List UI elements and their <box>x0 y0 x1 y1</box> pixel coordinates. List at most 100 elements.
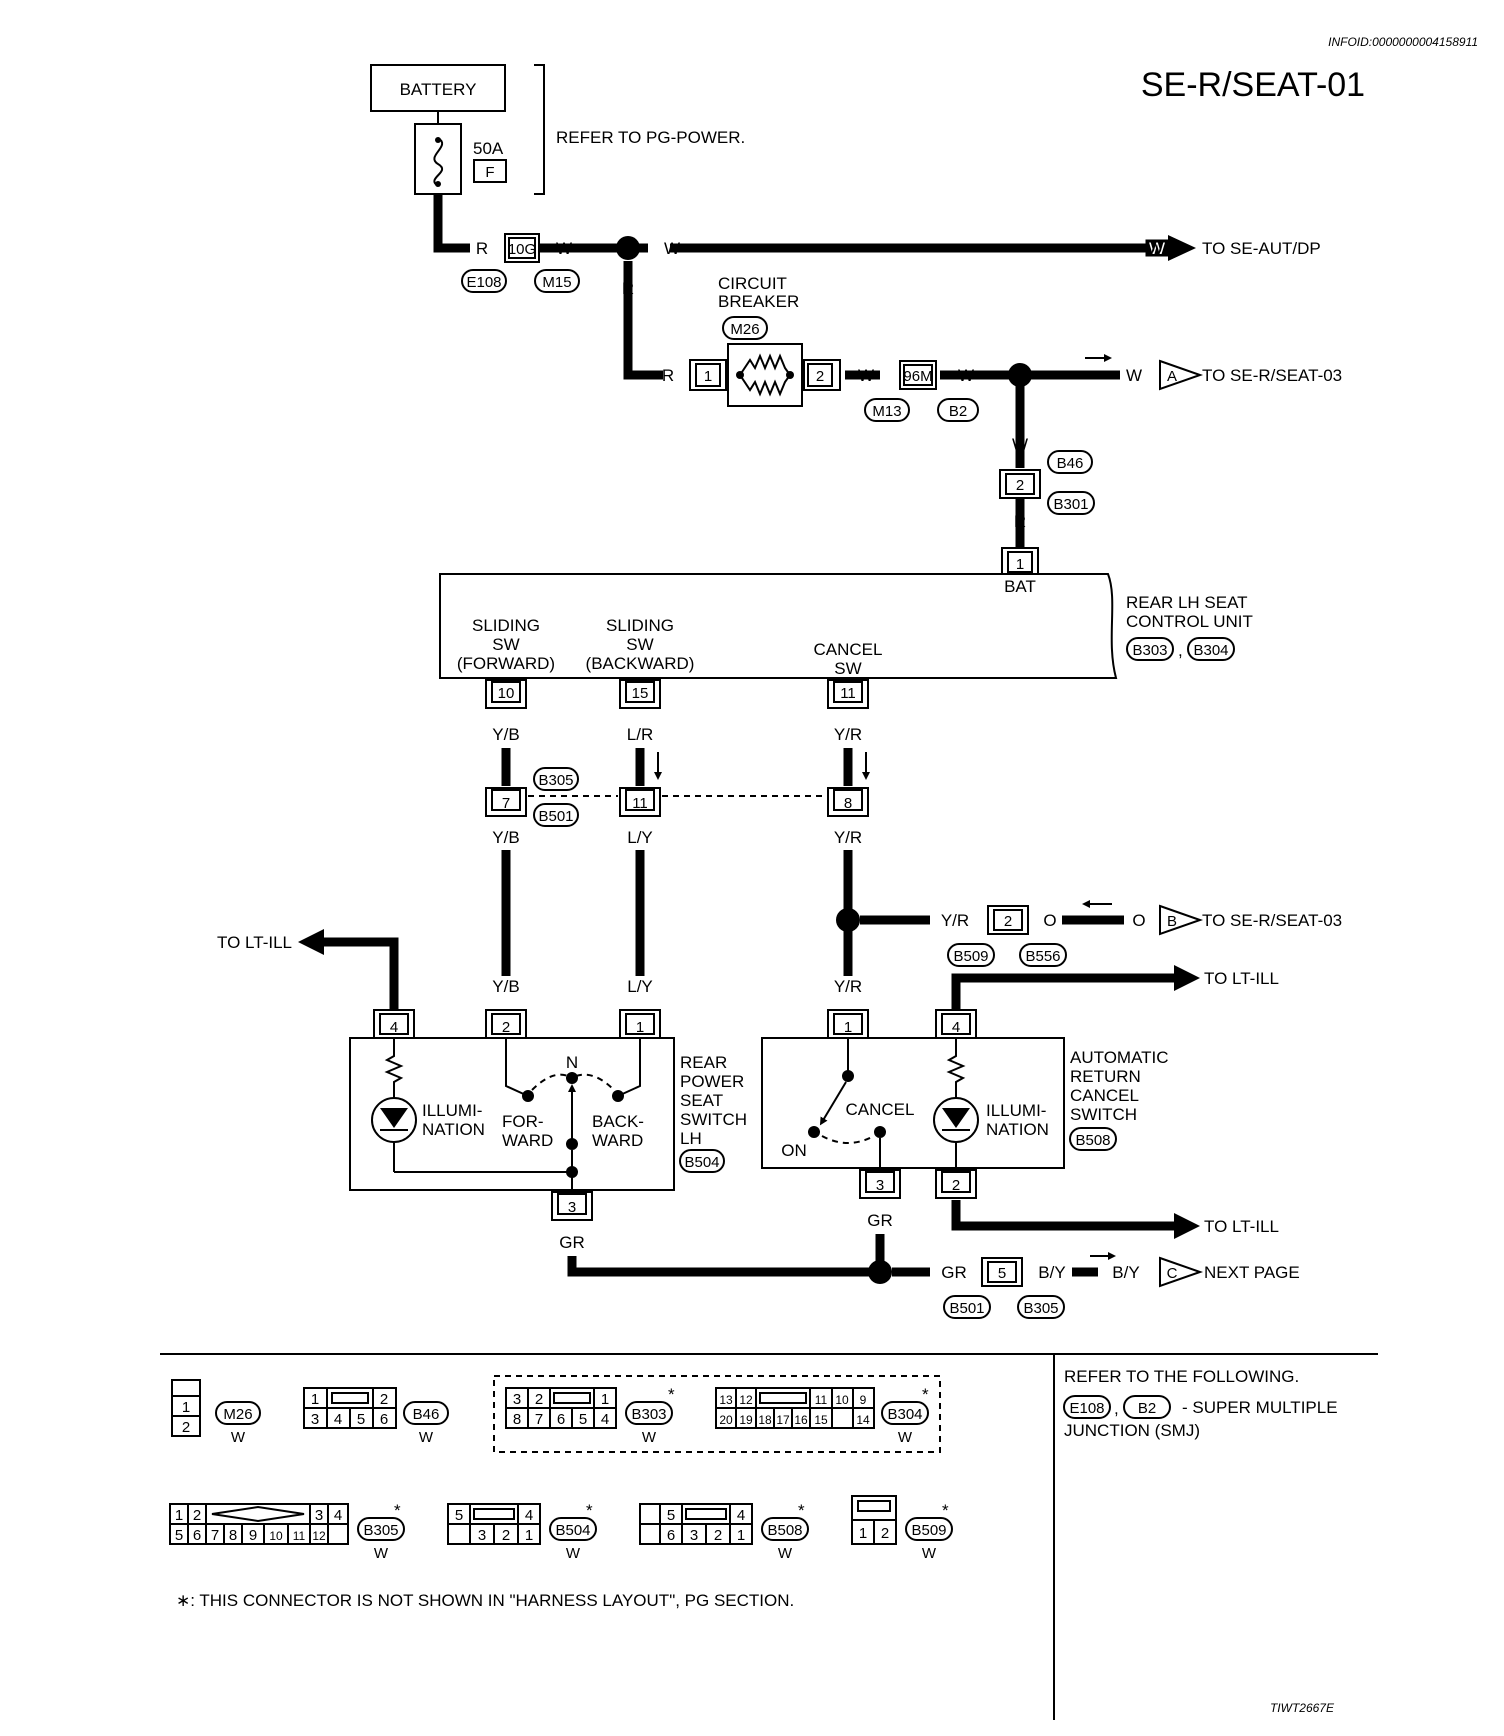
svg-text:12: 12 <box>312 1529 326 1543</box>
legend-b508: 5 4 6 3 2 1 <box>639 1503 753 1545</box>
svg-text:Y/R: Y/R <box>834 828 862 847</box>
dest-seat03-b: TO SE-R/SEAT-03 <box>1202 911 1342 930</box>
svg-text:B305: B305 <box>363 1522 398 1539</box>
svg-text:20: 20 <box>719 1413 733 1427</box>
svg-text:REAR: REAR <box>680 1053 727 1072</box>
svg-text:R: R <box>476 239 488 258</box>
figure-id: TIWT2667E <box>1270 1701 1335 1715</box>
svg-text:W: W <box>858 366 874 385</box>
svg-text:(FORWARD): (FORWARD) <box>457 654 555 673</box>
svg-text:GR: GR <box>867 1211 893 1230</box>
svg-text:2: 2 <box>193 1507 201 1524</box>
conn-b2: B2 <box>949 403 967 420</box>
svg-text:BAT: BAT <box>1004 577 1036 596</box>
svg-text:14: 14 <box>856 1413 870 1427</box>
svg-text:5: 5 <box>455 1507 463 1524</box>
fuse-element <box>433 137 444 187</box>
svg-text:*: * <box>942 1501 949 1520</box>
legend-b46: 1 2 3 4 5 6 <box>303 1387 397 1429</box>
svg-text:B/Y: B/Y <box>1112 1263 1139 1282</box>
svg-text:12: 12 <box>739 1393 753 1407</box>
svg-text:SW: SW <box>834 659 861 678</box>
svg-text:2: 2 <box>714 1527 722 1544</box>
svg-text:9: 9 <box>860 1393 867 1407</box>
splice-2 <box>1008 363 1032 387</box>
svg-text:4: 4 <box>334 1411 342 1428</box>
conn-b509: B509 <box>953 948 988 965</box>
svg-text:11: 11 <box>815 1393 828 1407</box>
svg-text:2: 2 <box>952 1177 960 1194</box>
svg-text:2: 2 <box>1016 477 1024 494</box>
svg-text:*: * <box>586 1501 593 1520</box>
svg-text:11: 11 <box>293 1529 306 1543</box>
svg-text:1: 1 <box>182 1399 190 1416</box>
svg-text:SW: SW <box>626 635 653 654</box>
svg-text:4: 4 <box>525 1507 533 1524</box>
svg-text:CIRCUIT: CIRCUIT <box>718 274 787 293</box>
svg-text:13: 13 <box>719 1393 733 1407</box>
dest-lt-ill-2: TO LT-ILL <box>1204 969 1279 988</box>
svg-text:8: 8 <box>513 1411 521 1428</box>
legend-b509: 1 2 <box>851 1495 897 1545</box>
svg-text:*: * <box>394 1501 401 1520</box>
conn-b46: B46 <box>1057 455 1084 472</box>
refer-line-1: REFER TO THE FOLLOWING. <box>1064 1367 1299 1386</box>
svg-text:1: 1 <box>737 1527 745 1544</box>
legend-b303: 3 2 1 8 7 6 5 4 <box>505 1387 617 1429</box>
svg-text:B304: B304 <box>887 1406 922 1423</box>
conn-b305: B305 <box>538 772 573 789</box>
conn-b556: B556 <box>1025 948 1060 965</box>
svg-text:5: 5 <box>667 1507 675 1524</box>
svg-text:C: C <box>1167 1265 1178 1282</box>
control-unit <box>439 573 1118 679</box>
svg-text:W: W <box>642 1429 657 1446</box>
svg-text:2: 2 <box>816 368 824 385</box>
svg-text:NATION: NATION <box>986 1120 1049 1139</box>
svg-text:R: R <box>1014 512 1026 531</box>
svg-text:L/Y: L/Y <box>627 977 653 996</box>
svg-text:8: 8 <box>229 1527 237 1544</box>
svg-text:7: 7 <box>211 1527 219 1544</box>
svg-text:Y/B: Y/B <box>492 725 519 744</box>
svg-text:4: 4 <box>601 1411 609 1428</box>
svg-text:W: W <box>419 1429 434 1446</box>
svg-text:CANCEL: CANCEL <box>846 1100 915 1119</box>
splice-3 <box>836 908 860 932</box>
svg-text:B508: B508 <box>767 1522 802 1539</box>
arrow-se-aut <box>1168 235 1196 261</box>
svg-text:ILLUMI-: ILLUMI- <box>986 1101 1046 1120</box>
svg-text:4: 4 <box>737 1507 745 1524</box>
conn-m15: M15 <box>542 274 571 291</box>
conn-b501b: B501 <box>949 1300 984 1317</box>
svg-text:1: 1 <box>704 368 712 385</box>
svg-text:SLIDING: SLIDING <box>472 616 540 635</box>
svg-text:3: 3 <box>513 1391 521 1408</box>
svg-text:W: W <box>231 1429 246 1446</box>
svg-text:FOR-: FOR- <box>502 1112 544 1131</box>
svg-text:O: O <box>1132 911 1145 930</box>
svg-text:3: 3 <box>876 1177 884 1194</box>
svg-text:17: 17 <box>776 1413 790 1427</box>
svg-text:N: N <box>566 1053 578 1072</box>
svg-text:4: 4 <box>390 1019 398 1036</box>
svg-text:CANCEL: CANCEL <box>814 640 883 659</box>
svg-text:AUTOMATIC: AUTOMATIC <box>1070 1048 1169 1067</box>
svg-text:W: W <box>922 1545 937 1562</box>
conn-b508: B508 <box>1075 1132 1110 1149</box>
svg-text:B/Y: B/Y <box>1038 1263 1065 1282</box>
dest-lt-ill-3: TO LT-ILL <box>1204 1217 1279 1236</box>
splice-4 <box>868 1260 892 1284</box>
svg-text:2: 2 <box>182 1419 190 1436</box>
svg-text:2: 2 <box>1004 913 1012 930</box>
svg-text:1: 1 <box>636 1019 644 1036</box>
svg-text:11: 11 <box>840 685 856 702</box>
svg-text:5: 5 <box>357 1411 365 1428</box>
svg-text:RETURN: RETURN <box>1070 1067 1141 1086</box>
svg-text:O: O <box>1043 911 1056 930</box>
svg-text:LH: LH <box>680 1129 702 1148</box>
svg-text:REAR LH SEAT: REAR LH SEAT <box>1126 593 1248 612</box>
svg-text:M26: M26 <box>223 1406 252 1423</box>
svg-text:WARD: WARD <box>592 1131 643 1150</box>
svg-text:1: 1 <box>844 1019 852 1036</box>
